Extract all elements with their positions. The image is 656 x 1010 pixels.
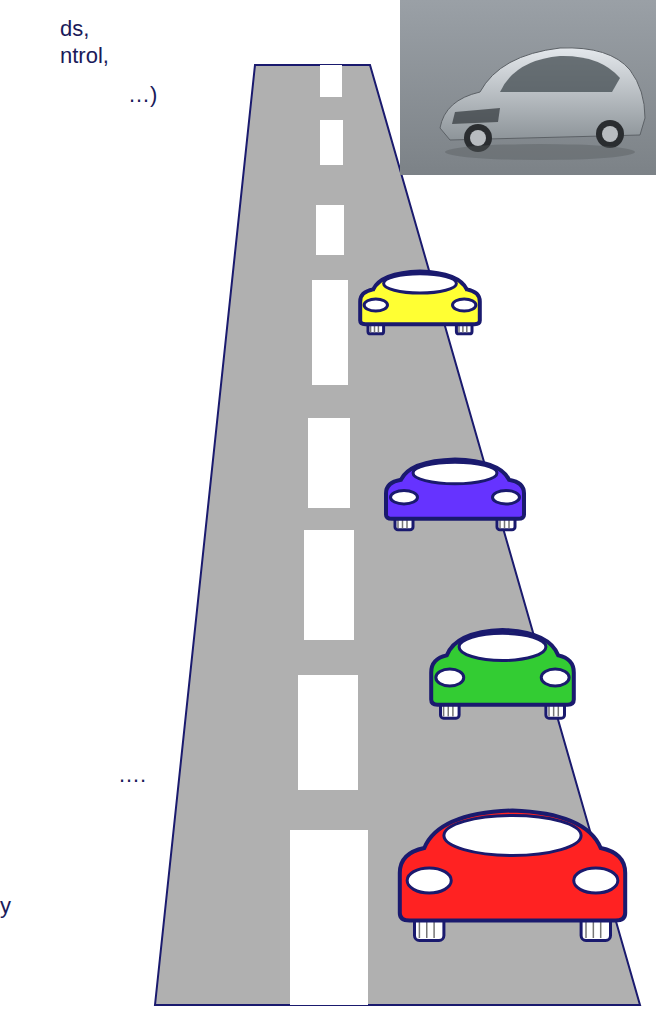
slide-text-fragment: …): [128, 82, 157, 108]
car-photo: [400, 0, 656, 175]
slide-text-fragment: ….: [118, 762, 146, 788]
slide-text-fragment: ds,: [60, 16, 89, 42]
green-car: [431, 630, 574, 718]
road: [155, 65, 640, 1005]
purple-car: [386, 459, 524, 529]
lane-dashes: [290, 65, 368, 1005]
slide-text-fragment: y: [0, 893, 11, 919]
red-car: [400, 811, 625, 941]
slide-text-fragment: ntrol,: [60, 43, 109, 69]
yellow-car: [360, 271, 480, 333]
